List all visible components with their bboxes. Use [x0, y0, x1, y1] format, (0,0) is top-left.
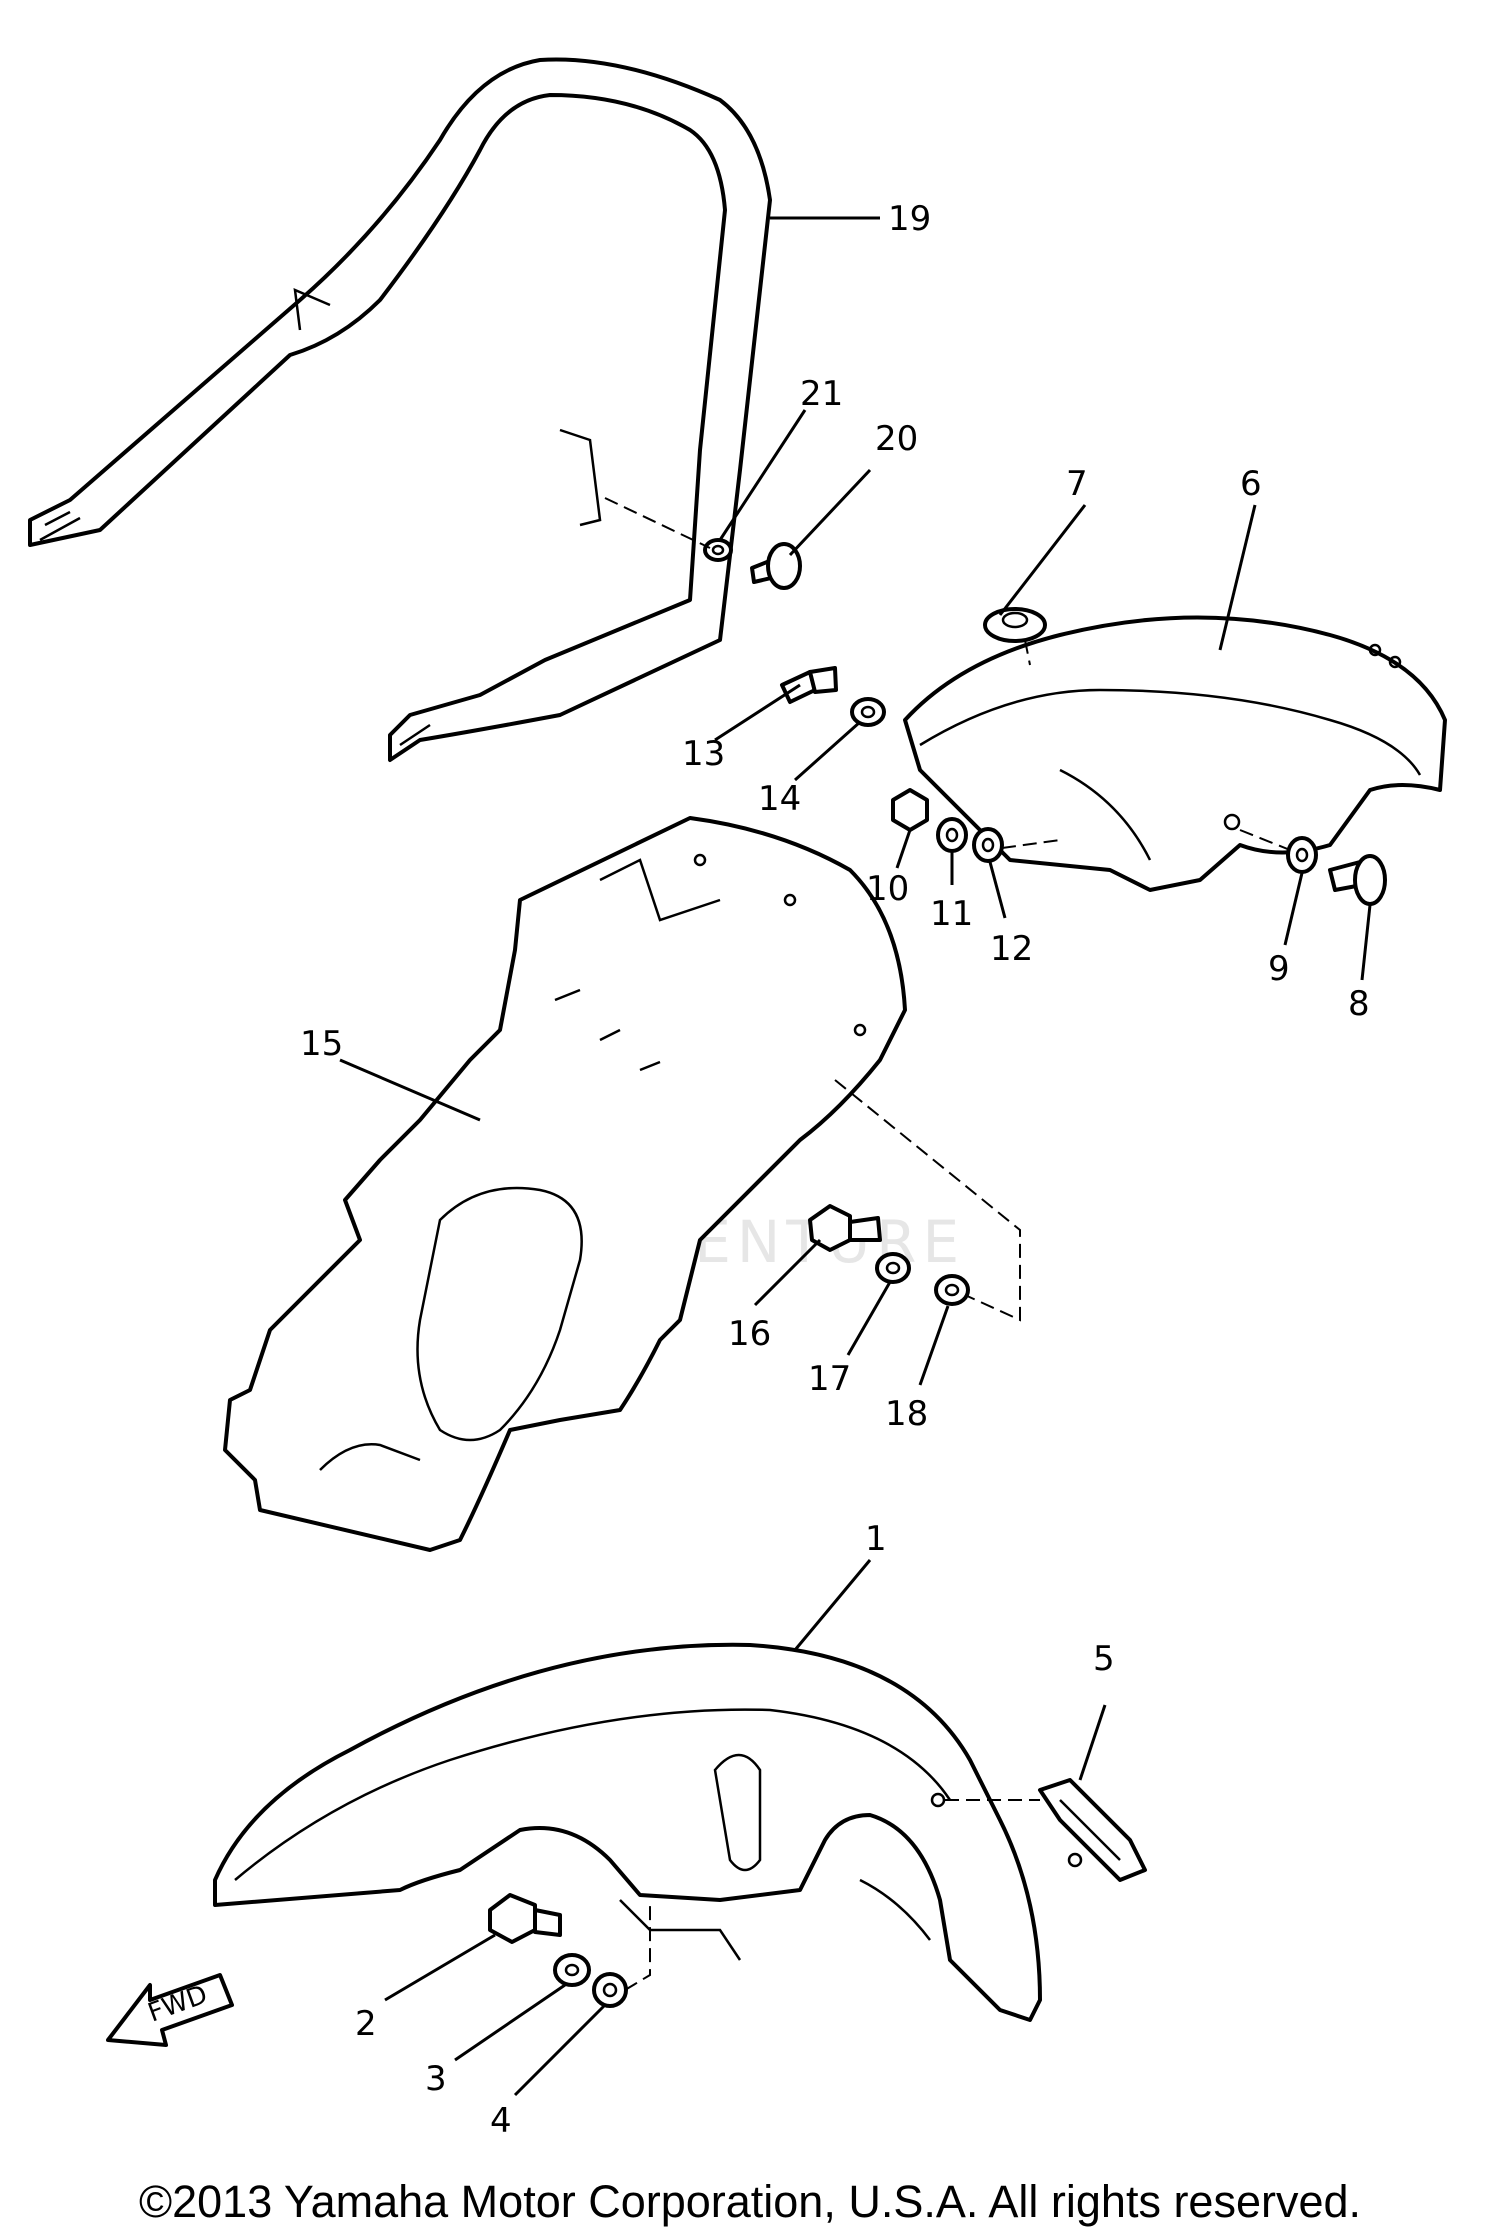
callout-2: 2 [355, 2004, 377, 2044]
front-fender-part-1 [213, 1642, 1042, 2022]
bracket-part-5 [1038, 1778, 1147, 1882]
callout-15: 15 [300, 1024, 343, 1064]
callout-19: 19 [888, 199, 931, 239]
washer-part-12 [972, 827, 1004, 863]
callout-10: 10 [866, 869, 909, 909]
callout-18: 18 [885, 1394, 928, 1434]
washer-part-9 [1286, 836, 1318, 874]
grab-bar-part-19 [28, 57, 772, 762]
bolt-part-8 [1328, 854, 1387, 906]
guide-7-6 [1024, 639, 1031, 666]
bolt-part-20 [750, 542, 802, 590]
nut-part-10 [891, 788, 929, 832]
callouts: 19 21 20 7 6 13 14 10 11 12 9 8 15 16 17… [300, 199, 1370, 2141]
callout-21: 21 [800, 374, 843, 414]
callout-14: 14 [758, 779, 801, 819]
bolt-part-2 [488, 1893, 562, 1944]
callout-11: 11 [930, 894, 973, 934]
callout-1: 1 [865, 1519, 887, 1559]
guide-4-1 [624, 1900, 651, 1991]
leader-lines [339, 216, 1372, 2097]
callout-8: 8 [1348, 984, 1370, 1024]
callout-17: 17 [808, 1359, 851, 1399]
callout-13: 13 [682, 734, 725, 774]
guide-9-6 [1239, 829, 1291, 851]
callout-6: 6 [1240, 464, 1262, 504]
callout-4: 4 [490, 2101, 512, 2141]
fwd-arrow-icon: FWD [106, 1973, 234, 2047]
guide-15-18 [834, 1079, 1021, 1322]
bolt-part-16 [808, 1204, 882, 1252]
callout-9: 9 [1268, 949, 1290, 989]
washer-part-17 [875, 1252, 911, 1284]
copyright-notice: ©2013 Yamaha Motor Corporation, U.S.A. A… [138, 2176, 1362, 2227]
inner-fender-part-15 [223, 816, 907, 1552]
washer-part-3 [553, 1953, 591, 1987]
callout-7: 7 [1066, 464, 1088, 504]
washer-part-21 [703, 538, 733, 562]
washer-part-4 [592, 1972, 628, 2008]
washer-part-14 [850, 697, 886, 727]
guide-19-21 [604, 497, 711, 549]
guide-12-6 [1001, 839, 1061, 849]
grommet-part-7 [983, 607, 1047, 643]
washer-part-11 [936, 817, 968, 853]
callout-16: 16 [728, 1314, 771, 1354]
callout-20: 20 [875, 419, 918, 459]
washer-part-18 [934, 1274, 970, 1306]
bolt-part-13 [780, 666, 838, 704]
callout-12: 12 [990, 929, 1033, 969]
callout-3: 3 [425, 2059, 447, 2099]
callout-5: 5 [1093, 1639, 1115, 1679]
